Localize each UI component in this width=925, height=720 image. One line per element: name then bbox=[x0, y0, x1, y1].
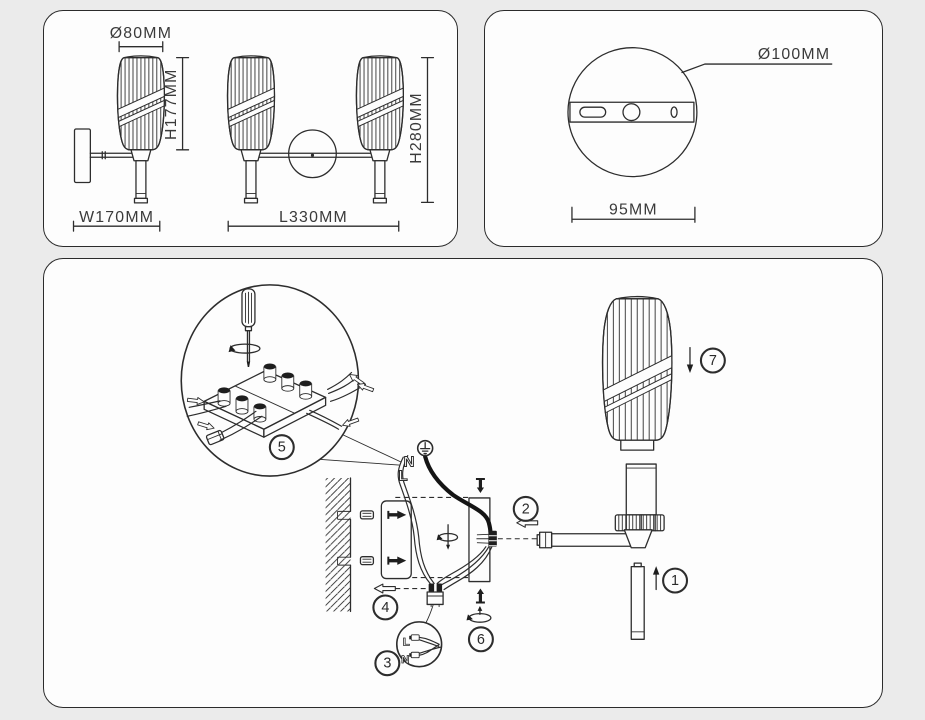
svg-text:1: 1 bbox=[671, 573, 679, 589]
wire-end-plug bbox=[205, 429, 225, 446]
dimension-views-drawing: Ø80MM H177MM W170MM L330MM H280MM bbox=[72, 25, 435, 232]
mounting-bracket bbox=[380, 500, 412, 580]
cross-arm bbox=[247, 151, 387, 160]
step-badge-4: 4 bbox=[372, 594, 399, 621]
dim-line-depth bbox=[72, 220, 161, 232]
leader-line bbox=[681, 63, 833, 74]
terminal-block-detail bbox=[180, 284, 375, 477]
mount-bar bbox=[569, 101, 695, 123]
wall-plate bbox=[73, 128, 92, 184]
plate-screw-bottom-icon bbox=[475, 588, 485, 604]
locknut-rotation-icon bbox=[466, 605, 492, 623]
mount-slot bbox=[579, 106, 607, 118]
label-wire-neutral: N bbox=[404, 454, 415, 471]
shade-collar bbox=[620, 439, 655, 451]
arm-tube bbox=[550, 533, 636, 547]
label-length: L330MM bbox=[279, 209, 348, 226]
mount-plate-circle bbox=[567, 47, 698, 178]
shade-holder-cone bbox=[623, 529, 653, 549]
incoming-wires bbox=[186, 400, 227, 417]
lamp-shade bbox=[116, 56, 166, 203]
mount-center-hole bbox=[622, 103, 641, 122]
label-height: H280MM bbox=[408, 92, 425, 163]
svg-text:4: 4 bbox=[381, 600, 389, 616]
step-badge-5: 5 bbox=[268, 434, 295, 461]
step-badge-2: 2 bbox=[512, 495, 539, 522]
detail-leader-lines bbox=[315, 432, 402, 466]
svg-text:5: 5 bbox=[278, 440, 286, 456]
dim-line-height bbox=[420, 56, 435, 204]
step-badge-3: 3 bbox=[374, 650, 401, 677]
lamp-shade-right bbox=[355, 56, 405, 203]
assembly-drawing: N L L N bbox=[180, 284, 726, 677]
wall-section bbox=[325, 477, 352, 613]
socket-cylinder bbox=[625, 463, 657, 516]
canopy-center-dot bbox=[310, 153, 315, 157]
knurled-nut bbox=[614, 514, 665, 532]
single-lamp-view: Ø80MM H177MM W170MM bbox=[72, 25, 190, 232]
label-shade-height: H177MM bbox=[163, 68, 180, 139]
svg-text:3: 3 bbox=[383, 656, 391, 672]
label-hole-spacing: 95MM bbox=[609, 201, 658, 218]
label-detail-live: L bbox=[403, 636, 410, 648]
wire-plug bbox=[426, 583, 444, 607]
lamp-arm bbox=[89, 151, 137, 160]
dim-line-length bbox=[227, 220, 400, 232]
dim-line-shade-height bbox=[175, 56, 190, 151]
panel-dimension-views: Ø80MM H177MM W170MM L330MM H280MM bbox=[43, 10, 458, 247]
left-arrow-icon bbox=[373, 583, 396, 594]
mains-wire-2 bbox=[402, 455, 435, 585]
step-badge-1: 1 bbox=[662, 567, 689, 594]
arm-screw-rotation-icon bbox=[436, 524, 459, 550]
ground-icon bbox=[416, 439, 434, 457]
ground-wire bbox=[423, 454, 493, 534]
plate-screw-top-icon bbox=[475, 478, 485, 493]
double-lamp-view: L330MM H280MM bbox=[226, 56, 435, 232]
bulb-tube bbox=[630, 562, 645, 640]
lamp-arm-assembly bbox=[536, 463, 665, 549]
screwdriver-icon bbox=[228, 288, 261, 368]
dim-line-diameter bbox=[118, 41, 164, 53]
panel-mount-plate: Ø100MM 95MM bbox=[484, 10, 883, 247]
label-depth: W170MM bbox=[79, 209, 154, 226]
shade-large bbox=[601, 295, 673, 451]
lamp-shade-left bbox=[226, 56, 276, 203]
wall-anchor-top bbox=[359, 510, 375, 520]
dim-line-hole-spacing bbox=[571, 206, 696, 223]
terminal-block bbox=[203, 363, 327, 438]
terminal-wires bbox=[219, 371, 367, 441]
wall-anchor-bottom bbox=[359, 556, 375, 566]
svg-text:7: 7 bbox=[709, 353, 717, 369]
label-plate-diameter: Ø100MM bbox=[758, 46, 830, 63]
step-badge-6: 6 bbox=[467, 626, 494, 653]
panel-assembly-steps: N L L N bbox=[43, 258, 883, 708]
mount-small-hole bbox=[670, 106, 678, 118]
step-badge-7: 7 bbox=[699, 347, 726, 374]
label-detail-neutral: N bbox=[401, 654, 409, 666]
wall-hatch bbox=[325, 478, 351, 612]
backplate-terminal bbox=[476, 530, 497, 547]
svg-text:2: 2 bbox=[522, 501, 530, 517]
svg-text:6: 6 bbox=[477, 632, 485, 648]
label-wire-live: L bbox=[398, 468, 408, 485]
alignment-dashes bbox=[395, 496, 540, 590]
mains-wire-1 bbox=[397, 456, 431, 585]
mount-plate-drawing: Ø100MM 95MM bbox=[567, 46, 833, 223]
wire-connector-detail: L N bbox=[395, 604, 443, 668]
label-shade-diameter: Ø80MM bbox=[110, 25, 172, 42]
